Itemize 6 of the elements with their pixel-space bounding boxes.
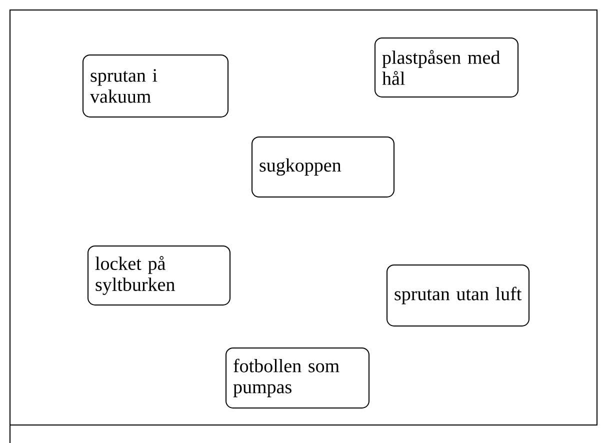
label-box: sugkoppen <box>252 136 394 198</box>
label-box: plastpåsen med hål <box>374 38 518 98</box>
label-box: sprutan i vakuum <box>82 54 228 118</box>
label-box: sprutan utan luft <box>386 264 530 326</box>
label-box: fotbollen som pumpas <box>226 347 370 408</box>
label-box: locket på syltburken <box>88 245 230 306</box>
